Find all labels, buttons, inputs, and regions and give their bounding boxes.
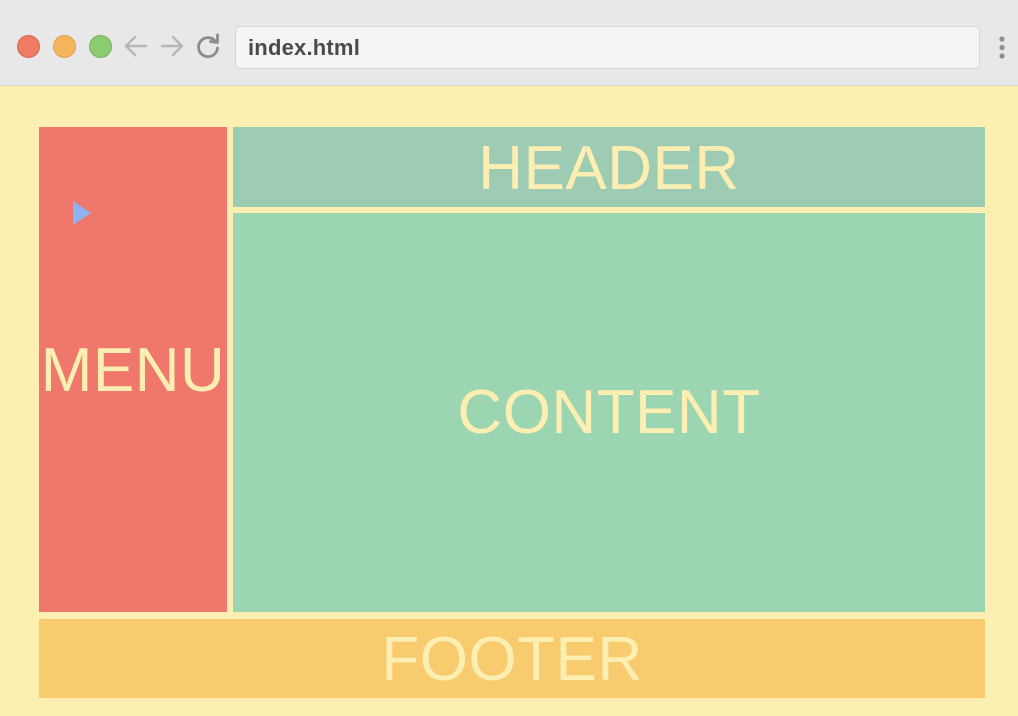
menu-label: MENU bbox=[40, 336, 226, 405]
pointer-cursor-icon bbox=[73, 201, 91, 225]
arrow-right-icon[interactable] bbox=[158, 31, 186, 61]
footer-label: FOOTER bbox=[381, 625, 643, 694]
content-label: CONTENT bbox=[457, 378, 761, 447]
zoom-window-button[interactable] bbox=[89, 35, 112, 58]
browser-toolbar: index.html bbox=[0, 0, 1018, 86]
menu-panel: MENU bbox=[39, 127, 227, 612]
header-label: HEADER bbox=[478, 133, 740, 203]
address-bar[interactable]: index.html bbox=[235, 26, 980, 69]
minimize-window-button[interactable] bbox=[53, 35, 76, 58]
footer-panel: FOOTER bbox=[39, 619, 985, 698]
address-bar-url: index.html bbox=[248, 35, 361, 60]
header-panel: HEADER bbox=[233, 127, 985, 207]
reload-icon[interactable] bbox=[194, 31, 222, 61]
content-panel: CONTENT bbox=[233, 213, 985, 612]
more-vertical-icon[interactable] bbox=[997, 35, 1007, 61]
close-window-button[interactable] bbox=[17, 35, 40, 58]
arrow-left-icon[interactable] bbox=[122, 31, 150, 61]
